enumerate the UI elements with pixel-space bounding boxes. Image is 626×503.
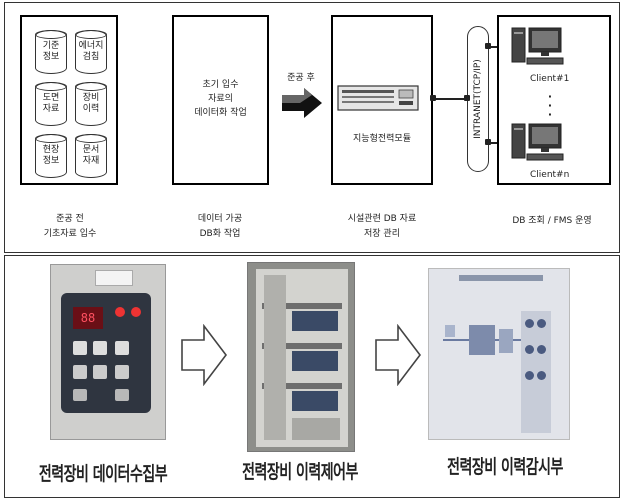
cabinet-module [292, 391, 338, 411]
caption-data-collection: 전력장비 데이터수집부 [38, 463, 168, 486]
caption-source-data: 준공 전 기초자료 입수 [20, 212, 120, 242]
ellipsis: · · · [547, 90, 553, 121]
screen-header [459, 275, 543, 281]
caption-line: 준공 전 [56, 214, 84, 224]
connector-client1 [489, 46, 503, 48]
device-display: 88 [73, 307, 103, 329]
client1-label: Client#1 [530, 74, 570, 84]
device-button [73, 365, 87, 379]
screen-meter [537, 345, 546, 354]
cylinder-drawing-data: 도면 자료 [35, 82, 67, 126]
panel-data-conversion [172, 15, 269, 185]
device-panel: 88 [61, 293, 151, 413]
clientn-label: Client#n [530, 170, 570, 180]
screen-unit [469, 325, 495, 355]
caption-fms: DB 조회 / FMS 운영 [487, 214, 617, 229]
caption-line: 저장 관리 [364, 229, 400, 239]
caption-history-control: 전력장비 이력제어부 [242, 461, 358, 484]
caption-line: DB 조회 / FMS 운영 [512, 216, 592, 226]
intelligent-power-module-label: 지능형전력모듈 [353, 134, 411, 144]
device-tag [95, 270, 133, 286]
caption-db-storage: 시설관련 DB 자료 저장 관리 [327, 212, 437, 242]
cylinder-equipment-history: 장비 이력 [75, 82, 107, 126]
after-completion-label: 준공 후 [287, 73, 315, 83]
connector-dot [485, 139, 491, 145]
device-button [73, 389, 87, 401]
screen-meter [537, 371, 546, 380]
device-button [115, 341, 129, 355]
connector-clientn [489, 142, 503, 144]
caption-line: DB화 작업 [199, 229, 241, 239]
screen-meter [525, 345, 534, 354]
status-led [131, 307, 141, 317]
caption-line: 데이터 가공 [197, 214, 243, 224]
device-button [93, 341, 107, 355]
connector-dot [485, 43, 491, 49]
caption-line: 시설관련 DB 자료 [347, 214, 417, 224]
server-module-icon [337, 85, 419, 111]
cylinder-standard-info: 기준 정보 [35, 30, 67, 74]
client-computer-icon [511, 123, 564, 161]
cabinet-wiring [292, 418, 340, 440]
device-button [93, 365, 107, 379]
hollow-right-arrow-icon [181, 324, 228, 386]
device-button [115, 365, 129, 379]
cabinet-rail [262, 303, 342, 309]
screen-unit [445, 325, 455, 337]
monitoring-screen-photo [428, 268, 570, 440]
cylinder-site-info: 현장 정보 [35, 134, 67, 178]
cabinet-rail [262, 383, 342, 389]
cabinet-module [292, 311, 338, 331]
right-arrow-icon [282, 88, 322, 118]
connector-dot [430, 95, 436, 101]
screen-unit [499, 329, 513, 353]
screen-meter [537, 319, 546, 328]
device-button [73, 341, 87, 355]
client-computer-icon [511, 27, 564, 65]
cylinder-document-material: 문서 자재 [75, 134, 107, 178]
caption-line: 기초자료 입수 [43, 229, 97, 239]
caption-history-monitoring: 전력장비 이력감시부 [447, 456, 563, 479]
cabinet-wiring [264, 275, 286, 440]
status-led [115, 307, 125, 317]
control-cabinet-photo [247, 262, 355, 452]
connector-module-network [433, 98, 467, 100]
intranet-label: INTRANET(TCP/IP) [473, 59, 483, 139]
cabinet-module [292, 351, 338, 371]
screen-meter [525, 371, 534, 380]
data-collection-device-photo: 88 [50, 264, 166, 440]
cabinet-rail [262, 343, 342, 349]
hollow-right-arrow-icon [375, 324, 422, 386]
connector-dot [464, 95, 470, 101]
panel-data-conversion-text: 초기 입수 자료의 데이터화 작업 [194, 80, 247, 118]
device-button [115, 389, 129, 401]
cylinder-energy-metering: 에너지 검침 [75, 30, 107, 74]
caption-data-conversion: 데이터 가공 DB화 작업 [170, 212, 270, 242]
screen-meter [525, 319, 534, 328]
